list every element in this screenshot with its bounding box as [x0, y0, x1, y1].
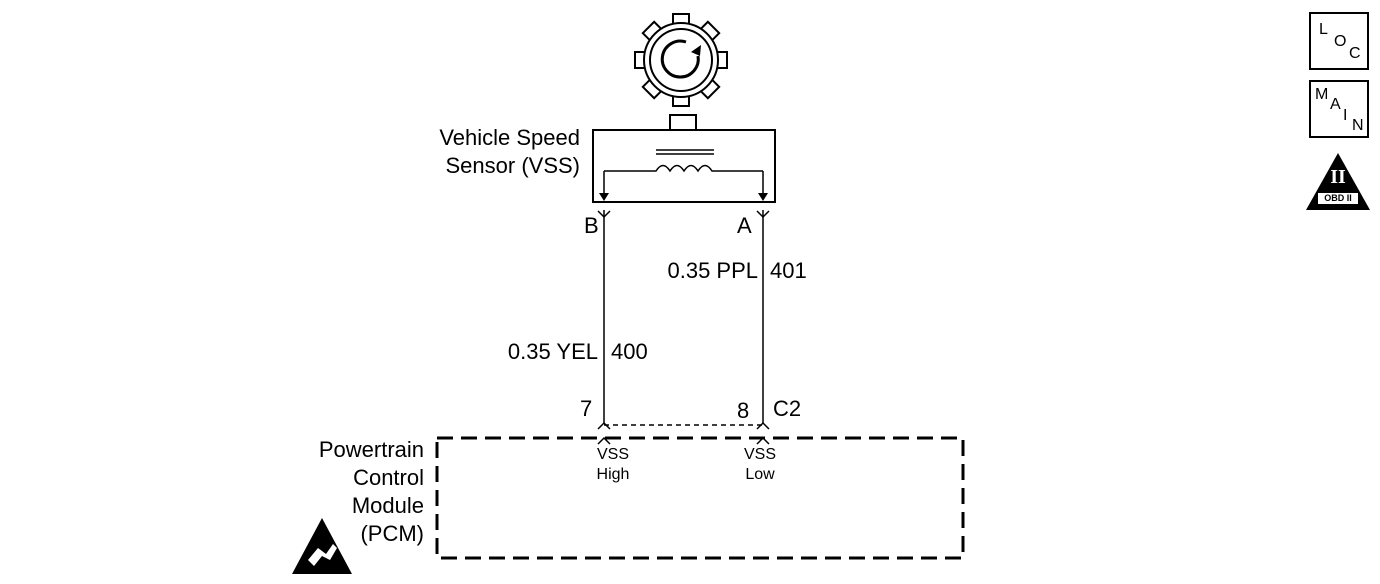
connector-c2-label: C2 — [773, 396, 802, 421]
main-letter-m: M — [1315, 86, 1329, 103]
yel-wire-spec: 0.35 YEL — [507, 339, 598, 364]
pcm-label: Powertrain Control Module (PCM) — [260, 436, 424, 548]
ppl-wire-circuit: 401 — [770, 258, 807, 283]
loc-letter-l: L — [1319, 21, 1328, 38]
vss-low-line1: VSS — [743, 446, 776, 463]
obd-ii-text: OBD II — [1324, 193, 1352, 203]
pin-a-label: A — [737, 213, 752, 238]
vss-tab — [669, 114, 697, 131]
rotating-gear-icon — [634, 13, 728, 107]
vss-label: Vehicle Speed Sensor (VSS) — [380, 124, 580, 180]
pin-7-label: 7 — [580, 396, 593, 421]
yel-wire-circuit: 400 — [611, 339, 648, 364]
vss-high-line2: High — [596, 466, 630, 483]
main-letter-n: N — [1352, 117, 1364, 134]
main-letter-i: I — [1343, 107, 1348, 124]
ppl-wire-spec: 0.35 PPL — [667, 258, 758, 283]
pcm-box — [435, 436, 965, 560]
esd-warning-icon — [292, 518, 352, 574]
pin-8-label: 8 — [737, 398, 750, 423]
vss-high-label: VSS High — [583, 445, 643, 485]
pin-b-label: B — [584, 213, 599, 238]
vss-label-line1: Vehicle Speed — [439, 125, 580, 150]
loc-letter-c: C — [1349, 45, 1361, 62]
loc-letter-o: O — [1334, 33, 1347, 50]
vss-label-line2: Sensor (VSS) — [445, 153, 581, 178]
pcm-label-line3: Module — [351, 493, 424, 518]
pcm-label-line1: Powertrain — [318, 437, 424, 462]
pcm-label-line2: Control — [353, 465, 424, 490]
vss-high-line1: VSS — [596, 446, 629, 463]
pcm-label-line4: (PCM) — [360, 521, 424, 546]
main-letter-a: A — [1330, 96, 1341, 113]
loc-button[interactable]: L O C — [1309, 12, 1369, 70]
coil-icon — [603, 149, 764, 196]
vss-low-line2: Low — [745, 466, 775, 483]
obd-ii-numeral: II — [1330, 166, 1346, 188]
main-button[interactable]: M A I N — [1309, 80, 1369, 138]
vss-body — [592, 129, 776, 203]
vss-low-label: VSS Low — [730, 445, 790, 485]
obd-ii-triangle-icon — [1306, 153, 1370, 210]
